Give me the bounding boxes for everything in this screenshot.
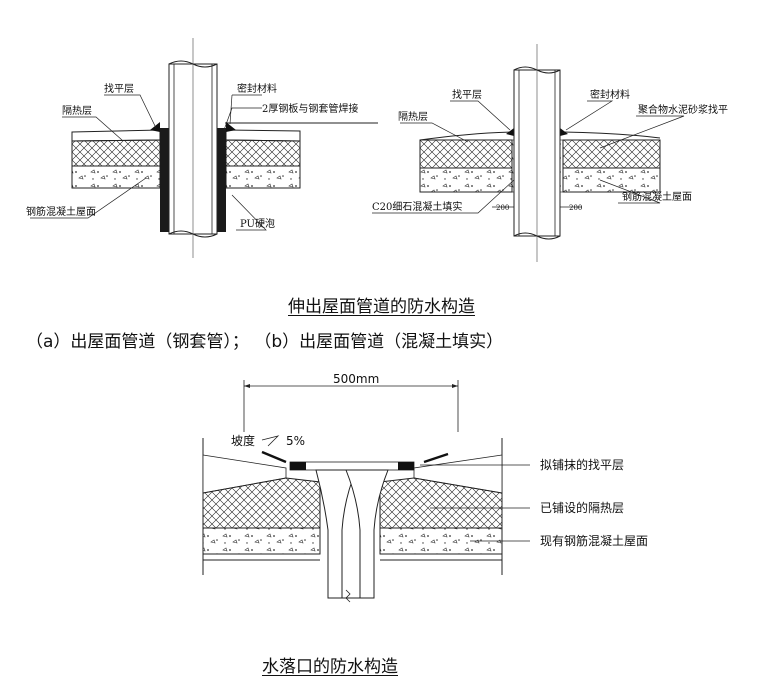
figure-c-roof-drain-detail: 500mm 坡度 5% 拟铺抹的找平层 [202, 372, 648, 603]
figure-a-steel-sleeve-detail: 找平层 隔热层 密封材料 2厚钢板与钢套管焊接 钢筋混凝土屋面 PU硬泡 [26, 38, 378, 258]
label-a-steel-plate: 2厚钢板与钢套管焊接 [262, 102, 358, 115]
slope-value: 5% [286, 434, 305, 448]
label-a-rc-roof: 钢筋混凝土屋面 [26, 205, 96, 218]
label-b-leveling: 找平层 [452, 88, 482, 101]
figure-b-concrete-fill-detail: 200 200 找平层 隔热层 密封材料 聚合物水泥砂浆找平 C20细石混凝土填… [372, 44, 728, 262]
label-c-rc-roof: 现有钢筋混凝土屋面 [540, 533, 648, 548]
drain-detail-title: 水落口的防水构造 [262, 657, 398, 677]
label-a-sealant: 密封材料 [237, 82, 277, 95]
dim-b-right: 200 [569, 204, 582, 212]
dim-b-left: 200 [496, 204, 509, 212]
pipe-detail-subtitle: （a）出屋面管道（钢套管）； （b）出屋面管道（混凝土填实） [26, 332, 504, 352]
label-c-insulation: 已铺设的隔热层 [540, 500, 624, 515]
label-a-leveling: 找平层 [104, 82, 134, 95]
label-b-c20-fill: C20细石混凝土填实 [372, 200, 462, 213]
label-a-pu-foam: PU硬泡 [240, 217, 275, 230]
label-a-insulation: 隔热层 [62, 104, 92, 117]
pipe-detail-title: 伸出屋面管道的防水构造 [288, 297, 475, 317]
label-c-leveling: 拟铺抹的找平层 [540, 457, 624, 472]
dimension-500mm: 500mm [333, 372, 379, 386]
label-b-insulation: 隔热层 [398, 110, 428, 123]
slope-label: 坡度 [231, 433, 255, 448]
label-b-sealant: 密封材料 [590, 88, 630, 101]
label-b-polymer-mortar: 聚合物水泥砂浆找平 [638, 103, 728, 116]
label-b-rc-roof: 钢筋混凝土屋面 [622, 190, 692, 203]
